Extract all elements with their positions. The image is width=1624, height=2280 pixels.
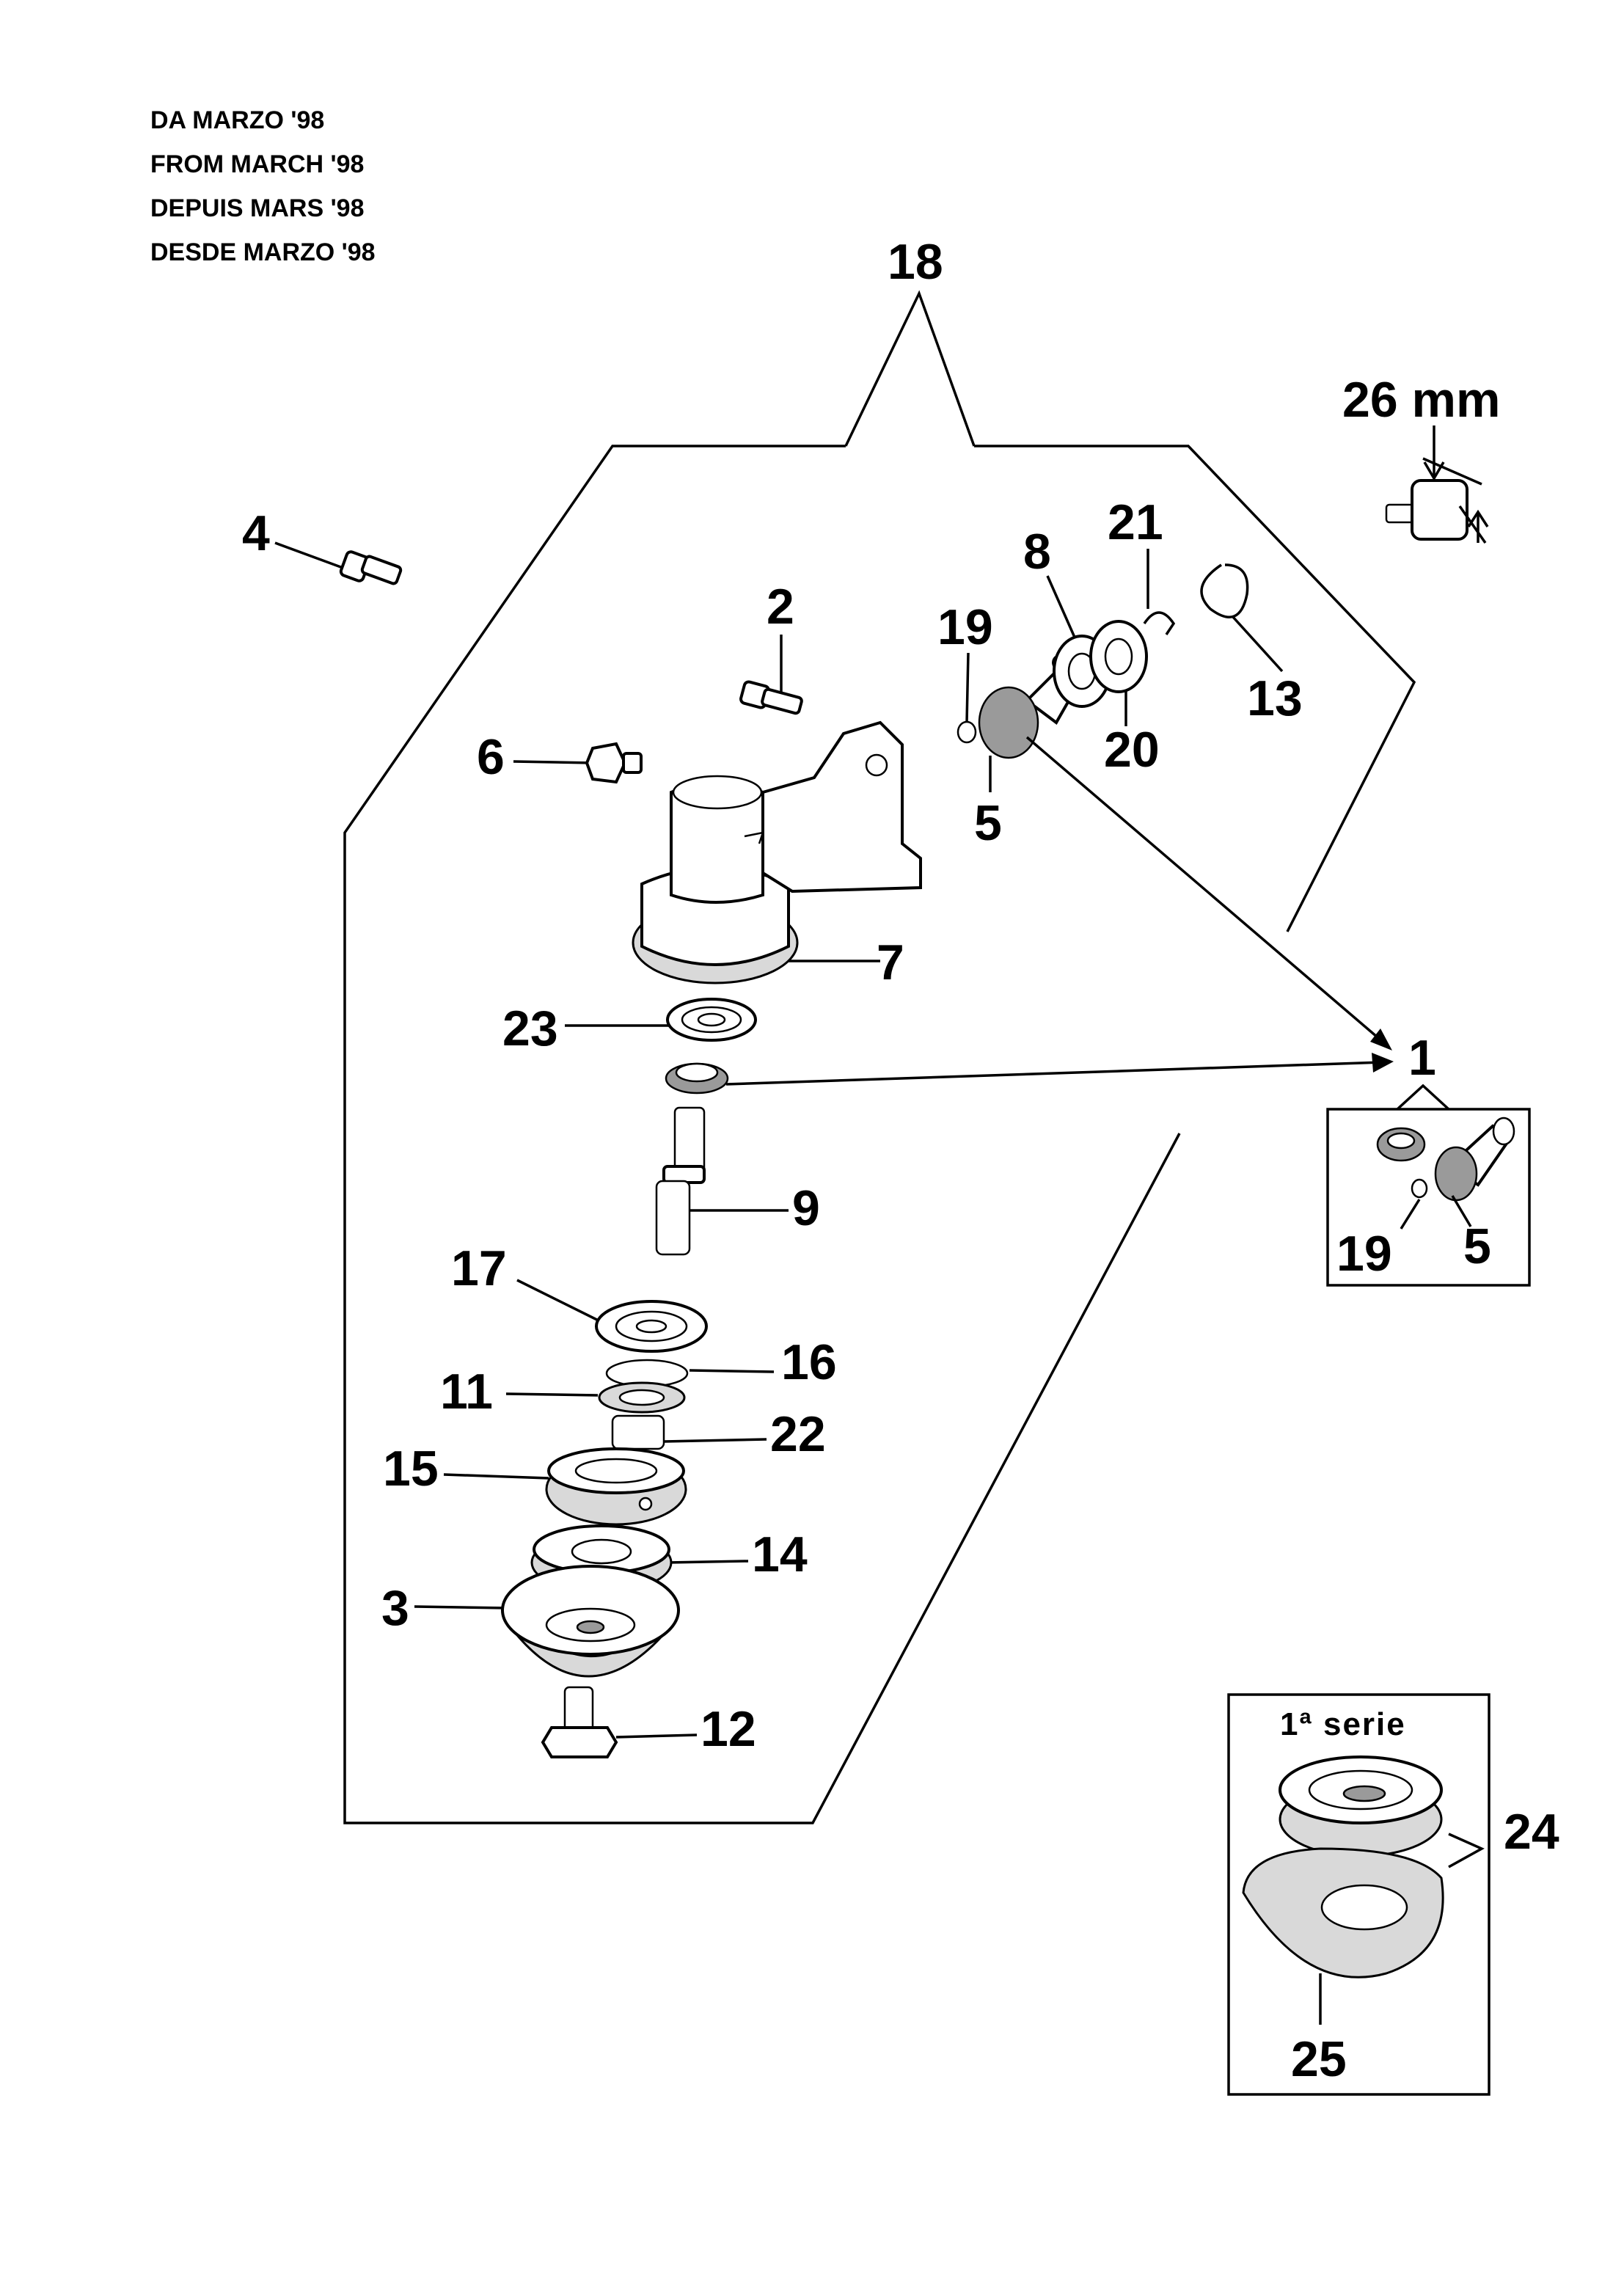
part-2-screw: 2 (739, 579, 803, 715)
header-line-fr: DEPUIS MARS '98 (150, 194, 365, 222)
part-4-screw: 4 (242, 505, 403, 585)
lower-stack: 17 16 11 22 15 14 3 12 (381, 1241, 837, 1758)
part-23-bearing: 23 (502, 998, 757, 1056)
header-line-en: FROM MARCH '98 (150, 150, 364, 178)
callout-22: 22 (770, 1406, 826, 1462)
callout-19: 19 (937, 599, 993, 655)
part-7-gear-housing: 7 (632, 720, 922, 990)
header-block: DA MARZO '98 FROM MARCH '98 DEPUIS MARS … (150, 106, 376, 266)
callout-18: 18 (888, 234, 943, 290)
callout-2: 2 (767, 579, 794, 635)
callout-24: 24 (1504, 1804, 1559, 1860)
callout-4: 4 (242, 505, 270, 561)
callout-6: 6 (477, 729, 505, 785)
dimension-label: 26 mm (1342, 372, 1500, 428)
assembly-18-outline: 18 (343, 234, 1416, 1824)
pinion-assembly: 8 21 19 13 20 5 (937, 494, 1392, 1051)
part-6-plug: 6 (477, 729, 643, 785)
callout-9: 9 (792, 1180, 820, 1236)
callout-7: 7 (877, 935, 904, 990)
callout-21: 21 (1108, 494, 1163, 550)
part-9-shaft: 9 (655, 1106, 820, 1256)
bevel-gear-lower (665, 1053, 1394, 1095)
callout-23: 23 (502, 1001, 558, 1056)
callout-15: 15 (383, 1441, 439, 1497)
inset-24-title: 1ª serie (1280, 1706, 1406, 1742)
callout-14: 14 (752, 1527, 808, 1582)
callout-12: 12 (701, 1701, 756, 1757)
callout-13: 13 (1247, 671, 1303, 726)
inset-1-callout-5: 5 (1463, 1218, 1491, 1274)
callout-25: 25 (1291, 2031, 1347, 2087)
callout-20: 20 (1104, 722, 1160, 778)
shaft-collar (1411, 479, 1468, 541)
header-line-es: DESDE MARZO '98 (150, 238, 376, 266)
dimension-26mm: 26 mm (1342, 372, 1500, 544)
inset-1-callout-19: 19 (1336, 1226, 1392, 1282)
inset-part-1: 1 19 5 (1326, 1030, 1531, 1287)
callout-17: 17 (451, 1241, 507, 1296)
callout-5: 5 (974, 795, 1002, 851)
callout-1: 1 (1408, 1030, 1436, 1086)
callout-8: 8 (1023, 524, 1051, 580)
inset-parts-24-25: 1ª serie 24 25 (1227, 1693, 1559, 2096)
callout-16: 16 (781, 1334, 837, 1390)
header-line-it: DA MARZO '98 (150, 106, 324, 134)
callout-3: 3 (381, 1580, 409, 1636)
callout-11: 11 (440, 1364, 493, 1419)
